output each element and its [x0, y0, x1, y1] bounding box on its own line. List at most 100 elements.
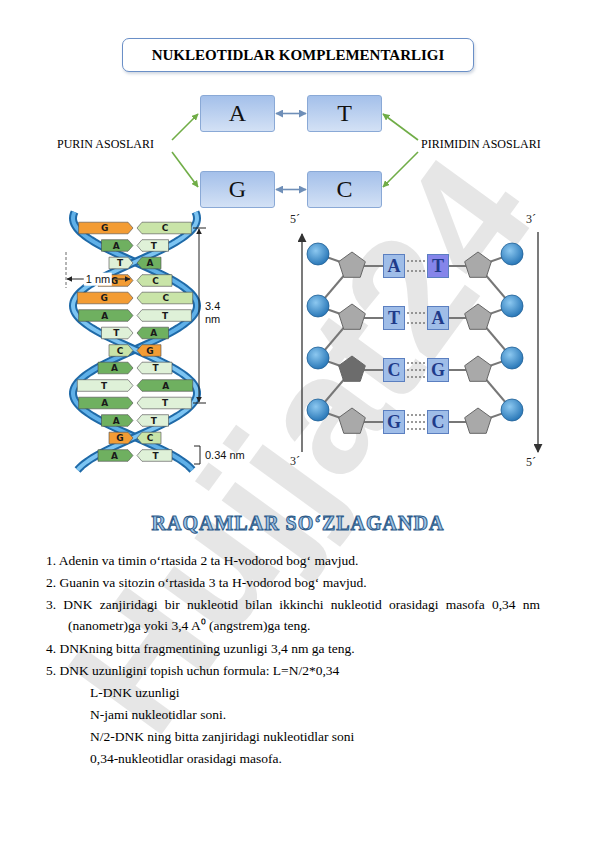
- title-box: NUKLEOTIDLAR KOMPLEMENTARLIGI: [122, 38, 474, 72]
- base-box: G: [427, 358, 449, 382]
- base-letter: C: [117, 345, 124, 355]
- base-letter: A: [150, 328, 157, 338]
- base-letter: T: [117, 258, 123, 268]
- backbone-ribbon: [73, 212, 197, 470]
- base-piece: [101, 240, 133, 252]
- base-letter: C: [388, 360, 401, 381]
- sugar-pentagon: [465, 356, 492, 381]
- base-box: A: [383, 254, 405, 278]
- phosphate-circle: [307, 399, 329, 421]
- base-piece: [137, 450, 172, 462]
- dimension-label: 1 nm: [84, 273, 112, 286]
- sugar-pentagon: [339, 408, 366, 433]
- group-label: PURIN ASOSLARI: [57, 138, 154, 152]
- dimension-label: 3.4 nm: [205, 300, 233, 325]
- phosphate-circle: [501, 295, 523, 317]
- base-letter: T: [162, 310, 168, 320]
- base-letter: G: [387, 412, 401, 433]
- base-box: T: [307, 95, 382, 132]
- backbone-ribbon: [73, 212, 197, 470]
- base-letter: G: [116, 433, 123, 443]
- list-item: 3. DNK zanjiridagi bir nukleotid bilan i…: [68, 594, 540, 636]
- phosphate-circle: [307, 295, 329, 317]
- base-letter: A: [101, 310, 108, 320]
- sugar-pentagon: [465, 252, 492, 277]
- base-piece: [137, 275, 172, 287]
- list-item: 5. DNK uzunligini topish uchun formula: …: [68, 660, 540, 681]
- base-letter: C: [162, 223, 169, 233]
- base-letter: T: [151, 415, 157, 425]
- dna-helix: [73, 212, 197, 470]
- glycosidic-bond: [364, 421, 383, 423]
- base-box: T: [427, 254, 449, 278]
- list-item: 1. Adenin va timin o‘rtasida 2 ta H-vodo…: [68, 550, 540, 571]
- hydrogen-bond: [407, 415, 425, 429]
- base-piece: [137, 310, 191, 322]
- pointer-arrow: [172, 152, 198, 187]
- phosphate-circle: [501, 399, 523, 421]
- dimension-tick: [66, 252, 67, 288]
- dna-ladder: [302, 232, 538, 452]
- list-note: 0,34-nukleotidlar orasidagi masofa.: [90, 748, 540, 769]
- phosphate-circle: [307, 243, 329, 265]
- sugar-pentagon: [339, 304, 366, 329]
- base-letter: A: [101, 398, 108, 408]
- pairing-arrow: [276, 189, 306, 191]
- sugar-pentagon: [465, 304, 492, 329]
- base-box: G: [383, 410, 405, 434]
- list-item: 4. DNKning bitta fragmentining uzunligi …: [68, 638, 540, 659]
- base-letter: G: [146, 345, 153, 355]
- base-piece: [137, 257, 161, 269]
- base-letter: G: [100, 293, 107, 303]
- backbone-ribbon: [73, 212, 197, 470]
- glycosidic-bond: [364, 317, 383, 319]
- base-letter: A: [432, 308, 445, 329]
- base-piece: [79, 310, 133, 322]
- base-box: G: [200, 171, 275, 208]
- dimension-lines: [66, 228, 206, 464]
- glycosidic-bond: [449, 369, 466, 371]
- base-letter: A: [388, 256, 401, 277]
- base-piece: [137, 415, 169, 427]
- section-heading: RAQAMLAR SO‘ZLAGANDA: [152, 512, 445, 535]
- base-box: T: [383, 306, 405, 330]
- base-piece: [137, 397, 191, 409]
- base-letter: A: [147, 258, 154, 268]
- base-piece: [137, 380, 193, 392]
- base-piece: [137, 327, 169, 339]
- base-piece: [137, 292, 193, 304]
- base-piece: [77, 380, 133, 392]
- base-letter: T: [152, 363, 158, 373]
- base-letter: A: [162, 380, 169, 390]
- base-letter: T: [432, 256, 444, 277]
- base-box: C: [427, 410, 449, 434]
- group-label: PIRIMIDIN ASOSLARI: [421, 138, 541, 152]
- base-piece: [109, 432, 133, 444]
- base-piece: [79, 222, 133, 234]
- base-piece: [109, 257, 133, 269]
- base-letter: A: [111, 450, 118, 460]
- base-letter: T: [101, 380, 107, 390]
- base-box: A: [427, 306, 449, 330]
- base-letter: T: [152, 450, 158, 460]
- base-letter: G: [431, 360, 445, 381]
- base-letter: G: [101, 223, 108, 233]
- base-letter: T: [337, 100, 352, 127]
- glycosidic-bond: [449, 317, 466, 319]
- base-letter: T: [162, 398, 168, 408]
- hydrogen-bond: [407, 313, 425, 323]
- strand-end-label: 5´: [526, 456, 536, 470]
- list-note: L-DNK uzunligi: [90, 682, 540, 703]
- strand-end-label: 3´: [526, 213, 536, 227]
- strand-end-label: 5´: [290, 213, 300, 227]
- hydrogen-bond: [407, 363, 425, 377]
- list-note: N/2-DNK ning bitta zanjiridagi nukleotid…: [90, 726, 540, 747]
- base-letter: C: [432, 412, 445, 433]
- base-letter: G: [229, 176, 246, 203]
- glycosidic-bond: [364, 265, 383, 267]
- base-letter: T: [151, 240, 157, 250]
- base-piece: [137, 362, 172, 374]
